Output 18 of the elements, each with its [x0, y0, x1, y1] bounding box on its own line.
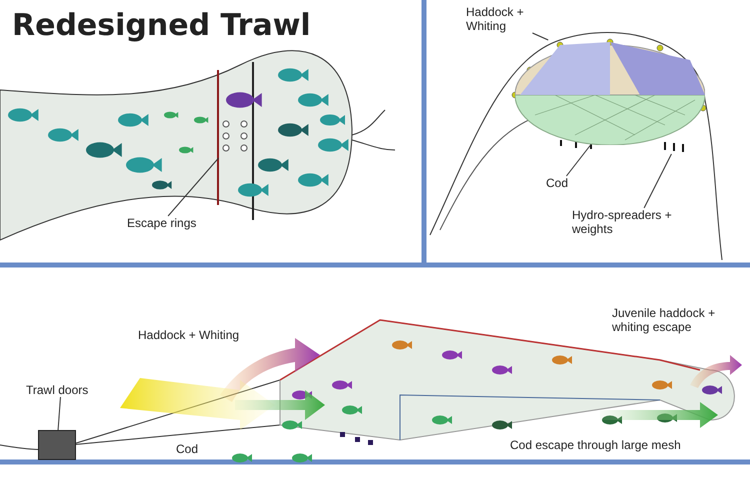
callout-label: Haddock + Whiting — [466, 5, 536, 33]
title: Redesigned Trawl — [12, 8, 311, 43]
net-lower-panel — [515, 95, 705, 145]
leader-line — [58, 396, 61, 430]
callout-label: Cod — [546, 176, 576, 190]
leader-line — [532, 32, 549, 40]
leader-line — [644, 154, 672, 208]
annotation-label: Cod — [176, 442, 200, 456]
callout-label: Hydro-spreaders + weights — [572, 208, 702, 236]
callout-label: Trawl doors — [26, 383, 96, 397]
annotation-label: Cod escape through large mesh — [510, 438, 682, 452]
net-upper-panel — [515, 40, 705, 95]
leader-line — [566, 144, 592, 176]
annotation-label: Haddock + Whiting — [138, 328, 240, 342]
leader-line — [168, 158, 220, 216]
callout-label: Escape rings — [127, 216, 197, 230]
trawl-door-block — [38, 430, 76, 460]
annotation-label: Juvenile haddock + whiting escape — [612, 306, 716, 334]
